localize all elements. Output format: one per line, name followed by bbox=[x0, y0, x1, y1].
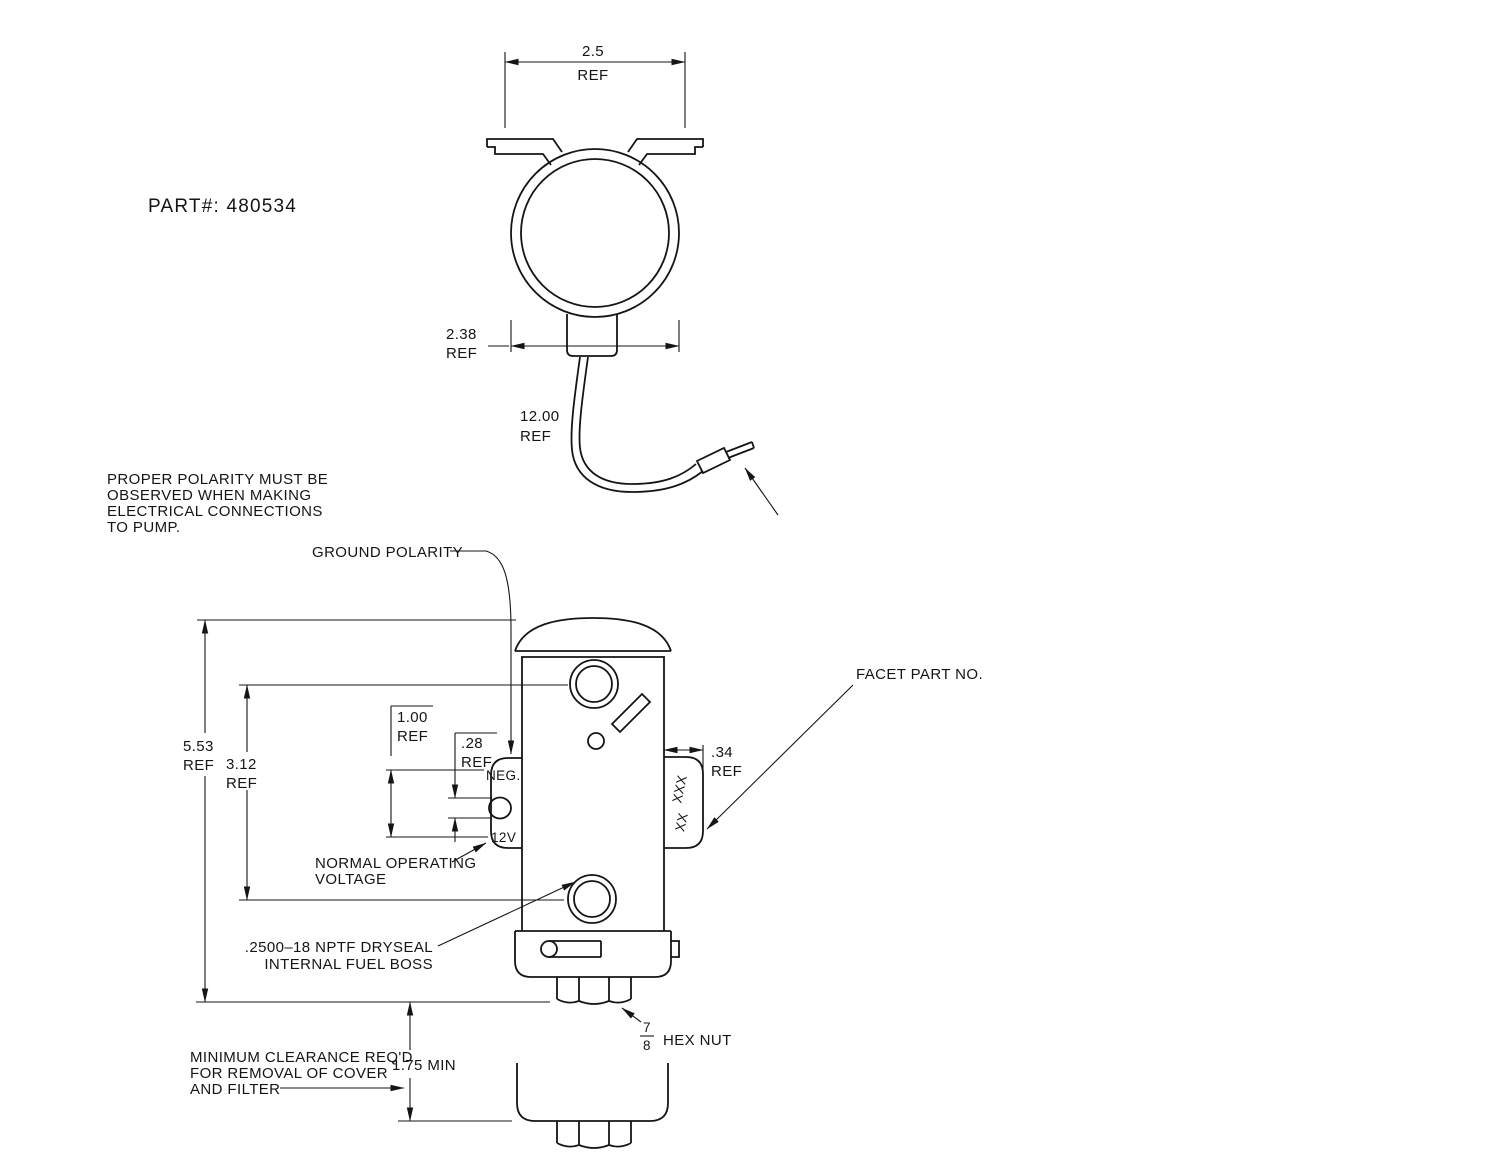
nov-label-line2: VOLTAGE bbox=[315, 871, 386, 888]
dim-height-ref: REF bbox=[183, 757, 214, 774]
bottom-fuel-port bbox=[567, 874, 617, 924]
wire-outlet-tube bbox=[566, 314, 618, 357]
polarity-note: PROPER POLARITY MUST BE OBSERVED WHEN MA… bbox=[107, 471, 328, 536]
dim-width-ref: REF bbox=[577, 67, 608, 84]
dim-terminal-spacing: 1.00 REF bbox=[386, 705, 488, 838]
ground-polarity-callout: GROUND POLARITY bbox=[312, 544, 515, 755]
dim-diameter-value: 2.38 bbox=[446, 326, 477, 343]
stamped-part-no-line1: XXX bbox=[669, 774, 690, 805]
dim-diameter-lines bbox=[488, 320, 680, 352]
hex-nut-fraction-numerator: 7 bbox=[643, 1020, 651, 1035]
pump-base bbox=[514, 930, 672, 978]
dim-wire-ref: REF bbox=[520, 428, 551, 445]
dim-bracket-value: .34 bbox=[711, 744, 733, 761]
fuel-boss-line1: .2500–18 NPTF DRYSEAL bbox=[245, 939, 433, 956]
dim-wire-value: 12.00 bbox=[520, 408, 560, 425]
fuel-boss-line2: INTERNAL FUEL BOSS bbox=[264, 956, 433, 973]
pump-dome-cap bbox=[514, 617, 672, 652]
facet-part-no-callout: FACET PART NO. bbox=[706, 666, 983, 830]
neg-terminal-label: NEG. bbox=[486, 768, 521, 783]
dim-clearance-value: 1.75 MIN bbox=[392, 1057, 456, 1074]
hex-nut bbox=[556, 977, 632, 1005]
dim-height-value: 5.53 bbox=[183, 738, 214, 755]
side-view: NEG. 12V XXX XX bbox=[486, 617, 704, 1149]
nov-label-line1: NORMAL OPERATING bbox=[315, 855, 476, 872]
vent-stub-fitting bbox=[610, 692, 652, 734]
dim-ports-ref: REF bbox=[226, 775, 257, 792]
pump-body-outer-circle bbox=[510, 148, 680, 318]
hex-nut-label: HEX NUT bbox=[663, 1032, 732, 1049]
polarity-note-line1: PROPER POLARITY MUST BE bbox=[107, 471, 328, 488]
clearance-note-line3: AND FILTER bbox=[190, 1081, 280, 1098]
polarity-note-line3: ELECTRICAL CONNECTIONS bbox=[107, 503, 323, 520]
ground-polarity-label: GROUND POLARITY bbox=[312, 544, 463, 561]
dim-stud-size: .28 REF bbox=[448, 732, 497, 842]
clearance-note-line1: MINIMUM CLEARANCE REQ'D bbox=[190, 1049, 413, 1066]
dim-min-clearance: 1.75 MIN bbox=[392, 1001, 512, 1122]
min-clearance-note: MINIMUM CLEARANCE REQ'D FOR REMOVAL OF C… bbox=[190, 1049, 413, 1098]
fuel-boss-callout: .2500–18 NPTF DRYSEAL INTERNAL FUEL BOSS bbox=[245, 881, 576, 973]
dim-diameter-ref: REF bbox=[446, 345, 477, 362]
removed-cover-hex-nut bbox=[556, 1121, 632, 1149]
dim-ports-value: 3.12 bbox=[226, 756, 257, 773]
inlet-fitting bbox=[540, 940, 602, 958]
dim-width-lines bbox=[504, 52, 686, 128]
left-mounting-tab bbox=[486, 138, 563, 166]
electrical-wire bbox=[570, 356, 755, 493]
part-number-label: PART#: 480534 bbox=[148, 196, 297, 217]
dim-terms-ref: REF bbox=[397, 728, 428, 745]
base-side-tab bbox=[671, 940, 680, 958]
normal-operating-voltage-callout: NORMAL OPERATING VOLTAGE bbox=[315, 842, 487, 888]
right-mounting-tab bbox=[627, 138, 704, 166]
ground-screw bbox=[587, 732, 605, 750]
dim-wire-leader bbox=[744, 467, 779, 516]
dim-width-value: 2.5 bbox=[582, 43, 604, 60]
dim-port-spacing: 3.12 REF bbox=[226, 684, 568, 901]
top-fuel-port bbox=[569, 659, 619, 709]
polarity-note-line4: TO PUMP. bbox=[107, 519, 181, 536]
stamped-part-no-line2: XX bbox=[672, 811, 691, 833]
clearance-note-line2: FOR REMOVAL OF COVER bbox=[190, 1065, 388, 1082]
dim-bracket-offset: .34 REF bbox=[663, 744, 742, 780]
hex-nut-fraction-denominator: 8 bbox=[643, 1038, 651, 1053]
terminal-stud bbox=[488, 796, 512, 820]
pump-body-inner-circle bbox=[520, 158, 670, 308]
dim-overall-height: 5.53 REF bbox=[183, 619, 550, 1003]
dim-stud-ref: REF bbox=[461, 754, 492, 771]
dim-terms-value: 1.00 bbox=[397, 709, 428, 726]
dim-stud-value: .28 bbox=[461, 735, 483, 752]
hex-nut-callout: 7 8 HEX NUT bbox=[621, 1007, 732, 1053]
top-view: 2.5 REF 2.38 REF 12.00 REF bbox=[446, 43, 779, 516]
polarity-note-line2: OBSERVED WHEN MAKING bbox=[107, 487, 311, 504]
dim-bracket-ref: REF bbox=[711, 763, 742, 780]
pump-body-side bbox=[521, 657, 665, 931]
voltage-terminal-label: 12V bbox=[491, 830, 516, 845]
removed-cover-outline bbox=[516, 1063, 669, 1122]
side-mounting-bracket bbox=[664, 756, 704, 849]
facet-part-no-label: FACET PART NO. bbox=[856, 666, 983, 683]
